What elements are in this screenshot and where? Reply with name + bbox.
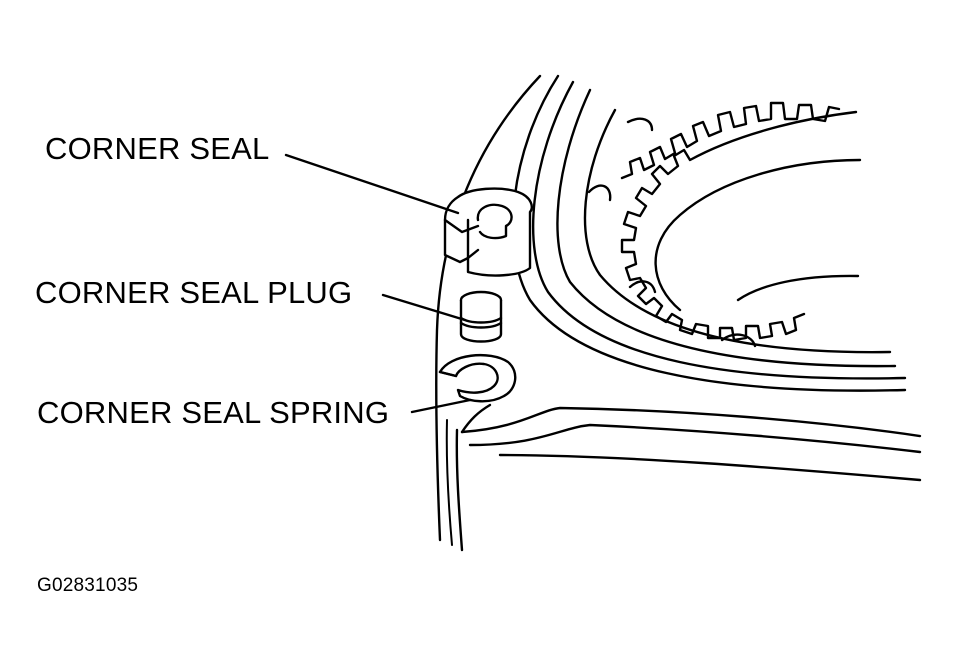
corner-seal-plug-label: CORNER SEAL PLUG [35, 275, 353, 310]
figure-id: G02831035 [37, 575, 139, 596]
housing-ledge [460, 403, 922, 482]
leader-line-corner-seal [284, 153, 460, 215]
leader-line-corner-seal-spring [410, 398, 472, 414]
corner-seal-part [443, 187, 533, 277]
corner-seal-label: CORNER SEAL [45, 131, 270, 166]
leader-line-corner-seal-plug [381, 293, 467, 322]
rotor-arcs [511, 74, 907, 392]
corner-seal-spring-label: CORNER SEAL SPRING [37, 395, 390, 430]
rotor-holes [587, 117, 757, 348]
corner-seal-plug-part [459, 290, 503, 343]
inner-gear-teeth [620, 110, 862, 342]
housing-wall [434, 74, 542, 552]
corner-seal-spring-part [438, 353, 517, 403]
outer-gear-teeth [620, 101, 841, 180]
leader-lines [284, 153, 472, 414]
